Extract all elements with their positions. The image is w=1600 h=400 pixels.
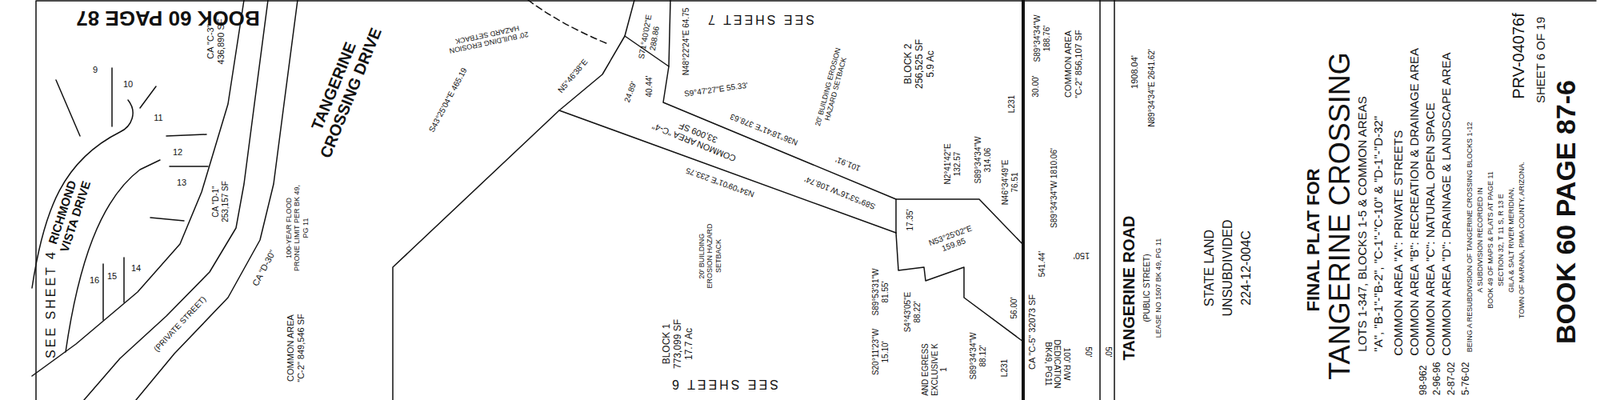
sheet-reference: SEE SHEET 6 <box>669 376 779 392</box>
revision-date: 5-76-02 <box>1460 362 1472 396</box>
lot-number: 10 <box>123 79 133 90</box>
revision-date: 98-962 <box>1418 365 1430 396</box>
line-tag: L231 <box>1000 359 1010 377</box>
title-line: "A", "B-1"-"B-2", "C-1"-"C-10" & "D-1"-"… <box>1371 116 1385 352</box>
title-line: FINAL PLAT FOR <box>1303 168 1324 312</box>
lot-number: 15 <box>107 271 117 282</box>
book-reference: BOOK 60 PAGE 87 <box>76 5 260 30</box>
bearing-label: S9°47'27"E 55.33' <box>677 80 755 100</box>
lot-back-line <box>32 0 244 376</box>
bearing-label: S89°34'34"W 88.12' <box>968 328 988 384</box>
sheet-reference: SEE SHEET 7 <box>705 12 815 27</box>
area-label: COMMON AREA "C-2" 849,546 SF <box>285 308 306 388</box>
note: 20' BUILDING EROSION HAZARD SETBACK <box>697 216 723 296</box>
area-label: BLOCK 1 773,099 SF 17.7 Ac <box>661 312 695 376</box>
road-edge <box>84 0 268 400</box>
distance-label: 1908.04' <box>1129 55 1140 89</box>
distance-label: 150' <box>1073 251 1090 262</box>
distance-label: 24.89' <box>622 80 639 104</box>
distance-label: 40.44' <box>644 76 655 98</box>
lot-number: 9 <box>92 64 98 76</box>
revision-date: 2-96-96 <box>1432 362 1444 396</box>
right-of-way-line <box>1021 0 1025 400</box>
street-name: TANGERINE ROAD <box>1120 216 1139 361</box>
sheet-reference: SEE SHEET 4 <box>44 249 59 359</box>
road-edge <box>136 0 298 400</box>
land-label: 224-12-004C <box>1239 230 1254 305</box>
common-area-boundary <box>559 36 896 233</box>
area-label: COMMON AREA "C-2" 856,107 SF <box>1063 24 1084 104</box>
bearing-label: S89°34'34"W 188.76' <box>1032 6 1052 71</box>
area-label: CA "C-3" 436,890 SF <box>205 13 226 70</box>
bearing-label: N53°25'02"E 159.85 <box>922 221 982 259</box>
note: AND EGRESS EXCLUSIVE K 1 <box>920 341 949 398</box>
revision-date: 2-87-02 <box>1446 362 1458 396</box>
lot-number: 11 <box>153 112 163 124</box>
bearing-label: S20°11'23"W 15.10' <box>871 324 890 380</box>
bearing-label: S43°25'04"E 465.19 <box>427 66 469 135</box>
area-label: CA "D-30" <box>250 248 278 288</box>
area-label: BLOCK 2 256,525 SF 5.9 Ac <box>903 32 936 96</box>
title-line: COMMON AREA "A": PRIVATE STREETS <box>1391 130 1405 356</box>
note: 20' BUILDING EROSION HAZARD SETBACK <box>443 20 533 56</box>
bearing-label: S71°40'02"E 288.86 <box>636 8 664 68</box>
distance-label: 101.91' <box>834 155 862 174</box>
area-label: CA "D-1" 253,157 SF <box>211 176 230 228</box>
setback-line <box>528 0 608 44</box>
title-note: A SUBDIVISION RECORDED IN <box>1476 187 1484 293</box>
distance-label: 17.35' <box>905 209 916 232</box>
bearing-label: N36°18'41"E 378.63 <box>728 112 800 148</box>
bearing-label: N34°09'01"E 233.75 <box>684 165 756 200</box>
street-name: RICHMOND VISTA DRIVE <box>44 173 94 255</box>
right-of-way-line <box>1100 0 1115 400</box>
lot-number: 14 <box>131 263 141 274</box>
bearing-label: S89°53'31"W 81.55' <box>871 264 890 320</box>
distance-label: 30.00' <box>1031 76 1041 98</box>
bearing-label: N2°41'42"E 132.57 <box>943 134 962 195</box>
distance-label: 56.00' <box>1009 297 1020 320</box>
sheet-number: SHEET 6 OF 19 <box>1533 16 1548 104</box>
note: (PUBLIC STREET) <box>1142 253 1152 322</box>
distance-label: 541.44' <box>1037 251 1048 278</box>
book-reference: BOOK 60 PAGE 87-6 <box>1550 80 1582 344</box>
distance-label: 50' <box>1103 346 1113 357</box>
street-name: (PRIVATE STREET) <box>152 294 208 354</box>
note: LEASE NO 1507 BK 49, PG 11 <box>1154 238 1163 338</box>
bearing-label: N46°34'49"E 76.51 <box>1000 154 1020 211</box>
title-line: LOTS 1-347, BLOCKS 1-5 & COMMON AREAS <box>1355 96 1369 352</box>
lot-number: 12 <box>172 147 183 158</box>
area-label: CA "C-5" 32073 SF <box>1027 294 1038 370</box>
title-line: COMMON AREA "D": DRAINAGE & LANDSCAPE AR… <box>1439 52 1453 356</box>
bearing-label: S89°34'34"W 1810.06' <box>1049 148 1060 228</box>
land-label: STATE LAND <box>1202 229 1217 307</box>
sheet-number: PRV-04076f <box>1509 12 1528 100</box>
title-note: SECTION 32, T 11 S, R 13 E <box>1496 193 1505 287</box>
title-line: COMMON AREA "C": NATURAL OPEN SPACE <box>1423 103 1437 356</box>
bearing-label: N48°22'24"E 64.75 <box>681 8 692 76</box>
lot-number: 13 <box>176 177 187 188</box>
plat-title: TANGERINE CROSSING <box>1323 52 1356 380</box>
note: 100' R/W DEDICATION BK49, PG11 <box>1044 334 1072 395</box>
street-name: TANGERINE CROSSING DRIVE <box>293 4 391 175</box>
distance-label: 50' <box>1083 346 1093 357</box>
note: 100-YEAR FLOOD PRONE LIMIT PER BK 49, PG… <box>284 184 310 272</box>
line-tag: L231 <box>1007 95 1017 113</box>
bearing-label: N89°34'34"E 2641.62' <box>1147 48 1157 128</box>
title-note: BOOK 49 OF MAPS & PLATS AT PAGE 11 <box>1486 171 1495 309</box>
note: 20' BUILDING EROSION HAZARD SETBACK <box>812 43 852 133</box>
boundary-line <box>392 110 896 400</box>
bearing-label: S89°53'16"W 108.74' <box>803 174 877 212</box>
bearing-label: S89°34'34"W 314.06 <box>973 130 992 191</box>
title-note: BEING A RESUBDIVISION OF TANGERINE CROSS… <box>1465 121 1474 352</box>
title-note: GILA & SALT RIVER MERIDIAN, <box>1507 187 1516 293</box>
sheet-frame <box>36 0 1596 400</box>
title-line: COMMON AREA "B": RECREATION & DRAINAGE A… <box>1407 48 1421 356</box>
title-note: TOWN OF MARANA, PIMA COUNTY, ARIZONA. <box>1517 161 1526 319</box>
bearing-label: S4°43'05"E 88.22' <box>903 284 922 340</box>
boundary-line <box>896 232 1024 342</box>
lot-number: 16 <box>89 275 100 286</box>
boundary-line <box>624 0 671 67</box>
land-label: UNSUBDIVIDED <box>1220 220 1236 317</box>
